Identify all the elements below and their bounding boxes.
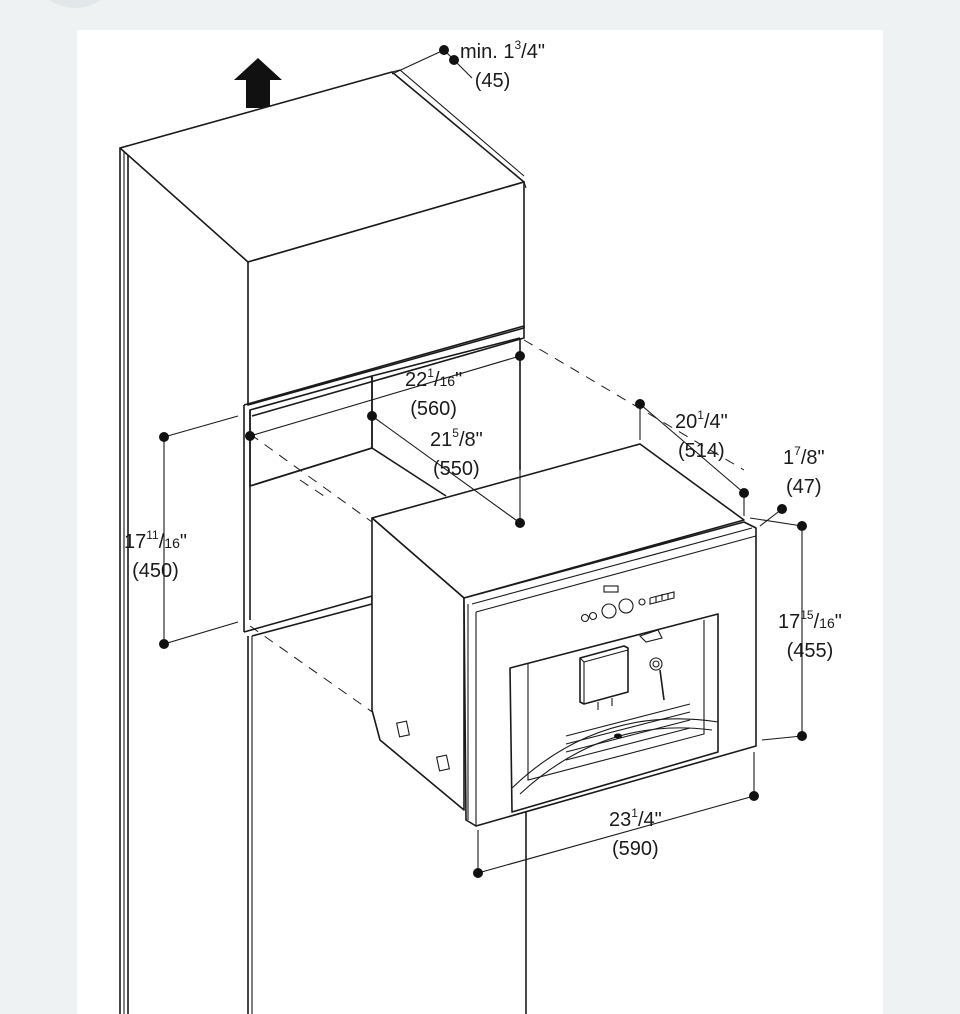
- niche-frame: [243, 325, 525, 417]
- dim-appliance-depth: 201/4" (514): [675, 408, 728, 462]
- dim-appliance-width: 231/4" (590): [609, 806, 662, 860]
- steam-nozzle-icon: [649, 657, 663, 671]
- dim-appliance-height: 1715/16" (455): [778, 608, 842, 662]
- dial-icon: [601, 603, 617, 619]
- dim-niche-depth: 215/8" (550): [430, 426, 483, 480]
- dim-front-depth: 17/8" (47): [783, 444, 825, 498]
- dim-niche-width: 221/16" (560): [405, 366, 463, 420]
- decorative-circle: [40, 0, 110, 8]
- dim-vent-clearance: min. 13/4" (45): [460, 38, 545, 92]
- dim-niche-height: 1711/16" (450): [124, 528, 187, 582]
- lower-cabinet-door: [243, 595, 373, 637]
- display-icon: [603, 585, 619, 593]
- machine-side: [371, 517, 465, 811]
- dial-icon-2: [618, 598, 634, 614]
- dispenser-niche: [509, 613, 719, 813]
- button-icon: [580, 613, 590, 623]
- coffee-spout: [579, 645, 629, 705]
- up-arrow-icon: [234, 58, 282, 108]
- drip-tray: [565, 703, 691, 761]
